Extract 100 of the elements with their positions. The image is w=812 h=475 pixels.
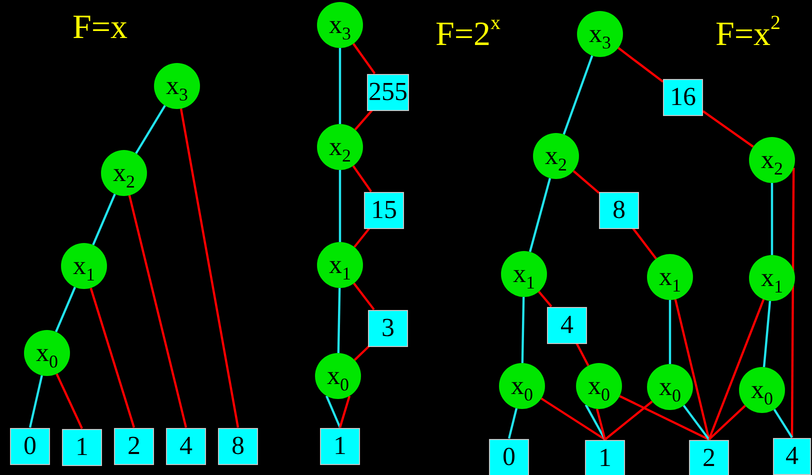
terminal-box xyxy=(114,428,154,464)
value-label: 8 xyxy=(232,433,244,459)
value-label: 1 xyxy=(76,434,88,460)
value-label: 8 xyxy=(612,197,626,223)
variable-label: x$_{3}$ xyxy=(166,73,188,99)
edge-line xyxy=(325,395,342,428)
edge-line xyxy=(618,47,664,83)
edge-line xyxy=(128,195,188,428)
value-label: 2 xyxy=(128,433,140,459)
edge-line xyxy=(354,110,373,130)
edge-line xyxy=(773,408,793,438)
function-title: F=x$^{2}$ xyxy=(715,18,781,52)
edge-line xyxy=(508,408,518,439)
value-label: 2 xyxy=(702,445,716,471)
variable-node xyxy=(647,254,693,300)
edge-line xyxy=(762,300,772,368)
variable-label: x$_{1}$ xyxy=(329,252,351,278)
edge-line xyxy=(682,404,710,440)
value-label: 4 xyxy=(786,443,798,469)
edge-line xyxy=(770,183,774,255)
edge-line xyxy=(521,296,525,364)
edge-line xyxy=(90,288,136,428)
edge-line xyxy=(338,170,342,242)
terminal-box xyxy=(166,428,206,464)
variable-label: x$_{1}$ xyxy=(659,264,681,290)
edge-line xyxy=(708,404,746,440)
edge-line xyxy=(352,43,376,74)
terminal-box xyxy=(489,438,529,475)
edge-line xyxy=(338,48,342,124)
edge-line xyxy=(28,375,43,428)
edge-line xyxy=(790,168,795,438)
variable-label: x$_{1}$ xyxy=(513,261,535,287)
function-title: F=x xyxy=(72,11,128,45)
value-label: 1 xyxy=(334,433,346,459)
edge-line xyxy=(576,343,590,366)
variable-node xyxy=(576,363,622,409)
variable-node xyxy=(317,124,363,170)
edge-line xyxy=(337,288,341,354)
edge-line xyxy=(562,55,594,135)
edge-line xyxy=(702,110,754,148)
value-label: 16 xyxy=(670,84,696,110)
variable-node xyxy=(739,367,785,413)
terminal-box xyxy=(585,440,625,475)
terminal-box xyxy=(218,428,258,464)
variable-node xyxy=(647,364,693,410)
edge-line xyxy=(354,228,370,248)
variable-label: x$_{0}$ xyxy=(36,340,58,366)
terminal-box xyxy=(10,428,50,464)
edge-line xyxy=(528,178,552,252)
terminal-box xyxy=(320,428,360,464)
terminal-box xyxy=(773,438,811,474)
edge-line xyxy=(674,299,710,440)
variable-node xyxy=(317,242,363,288)
value-label: 3 xyxy=(382,315,394,341)
edge-line xyxy=(540,398,606,440)
edge-line xyxy=(708,299,765,440)
variable-node xyxy=(315,353,361,399)
weight-box xyxy=(368,310,408,346)
variable-node xyxy=(501,251,547,297)
edge-line xyxy=(338,396,351,428)
variable-label: x$_{0}$ xyxy=(327,363,349,389)
variable-node xyxy=(101,150,147,196)
terminal-box xyxy=(689,440,729,475)
terminal-box xyxy=(62,428,102,466)
value-label: 1 xyxy=(598,445,612,471)
variable-label: x$_{1}$ xyxy=(73,253,95,279)
edge-line xyxy=(135,105,166,154)
edge-line xyxy=(619,395,710,440)
edge-line xyxy=(596,408,606,440)
weight-box xyxy=(367,74,409,110)
variable-label: x$_{1}$ xyxy=(761,265,783,291)
variable-node xyxy=(533,133,579,179)
variable-node xyxy=(749,255,795,301)
weight-box xyxy=(364,192,404,228)
edge-line xyxy=(180,108,240,428)
variable-label: x$_{2}$ xyxy=(545,143,567,169)
function-title: F=2$^{x}$ xyxy=(435,18,501,52)
variable-label: x$_{0}$ xyxy=(659,374,681,400)
value-label: 255 xyxy=(368,79,408,105)
variable-node xyxy=(154,63,200,109)
value-label: 4 xyxy=(560,312,574,338)
edge-line xyxy=(538,290,552,308)
variable-node xyxy=(749,137,795,183)
variable-label: x$_{3}$ xyxy=(589,21,611,47)
value-label: 4 xyxy=(180,433,192,459)
variable-label: x$_{0}$ xyxy=(751,377,773,403)
variable-node xyxy=(24,330,70,376)
variable-label: x$_{3}$ xyxy=(329,12,351,38)
edge-line xyxy=(354,346,370,361)
edge-line xyxy=(56,373,83,429)
variable-label: x$_{0}$ xyxy=(588,373,610,399)
variable-label: x$_{2}$ xyxy=(761,147,783,173)
value-label: 0 xyxy=(502,444,516,470)
edge-line xyxy=(584,404,606,440)
weight-box xyxy=(663,78,703,116)
variable-label: x$_{2}$ xyxy=(329,134,351,160)
edge-line xyxy=(572,170,600,194)
edge-line xyxy=(632,228,657,260)
variable-node xyxy=(61,243,107,289)
edge-line xyxy=(92,194,116,246)
